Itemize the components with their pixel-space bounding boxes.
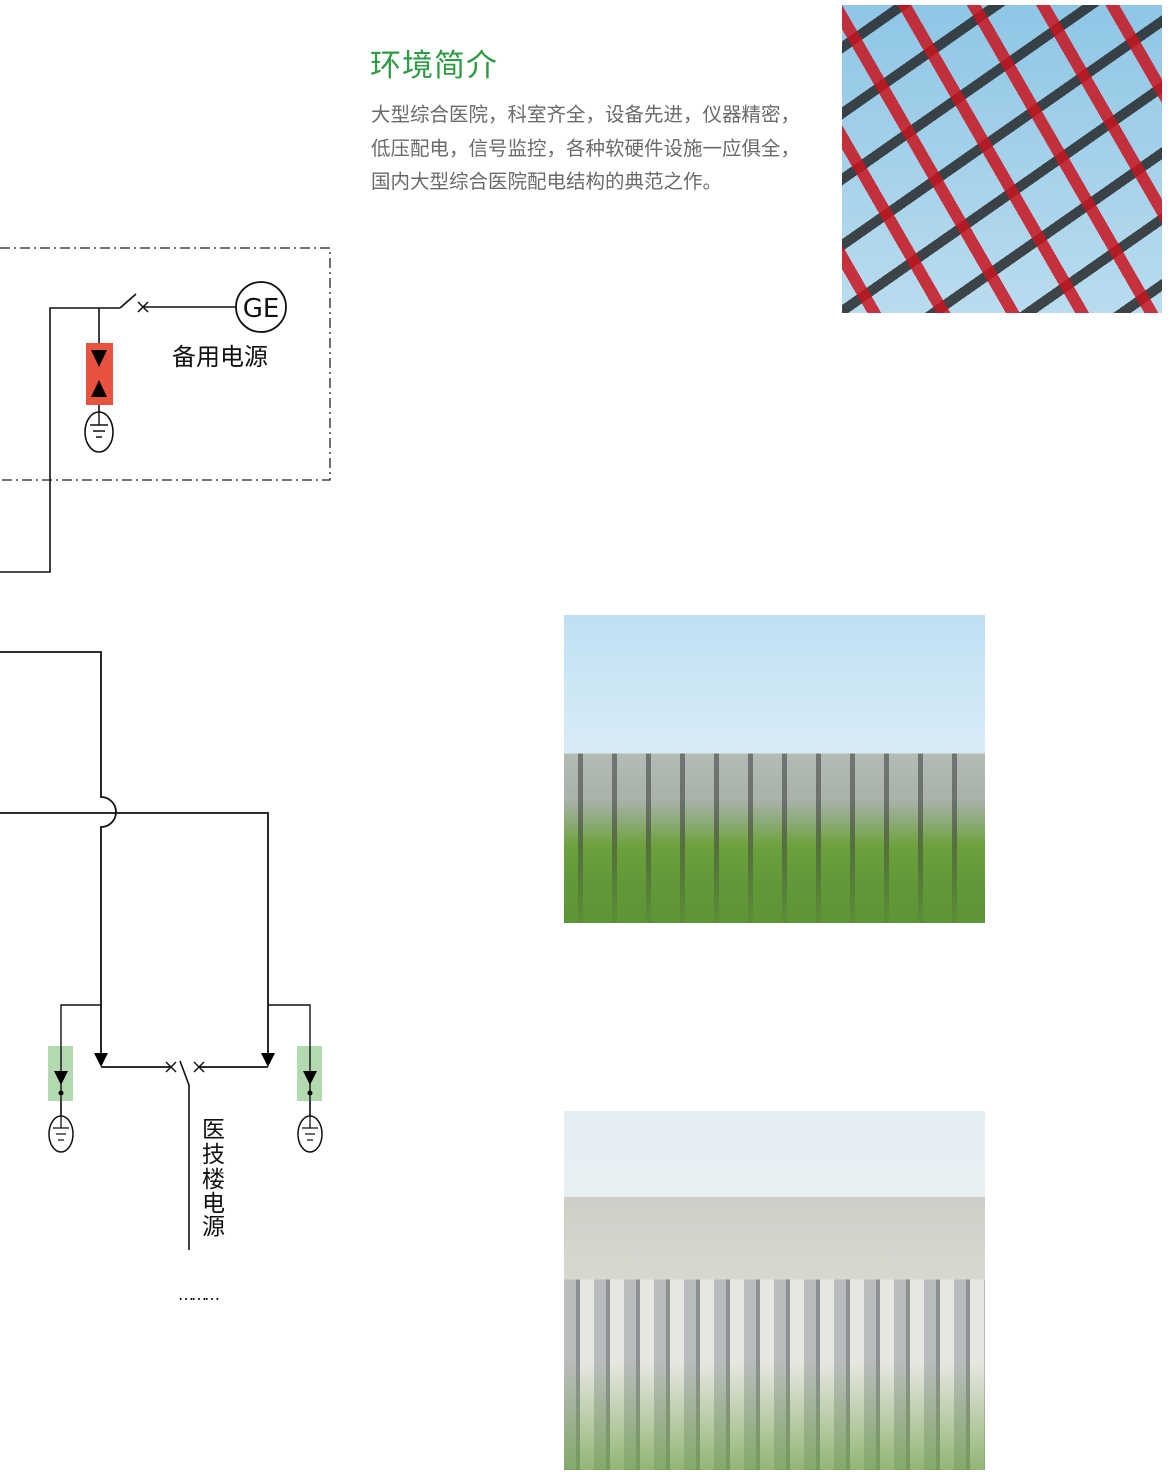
section-intro: 大型综合医院，科室齐全，设备先进，仪器精密，低压配电，信号监控，各种软硬件设施一…: [371, 103, 801, 193]
section-title: 环境简介: [370, 48, 498, 84]
hospital-substation-photo: [564, 1111, 985, 1470]
arrow-up-icon: [91, 380, 107, 397]
building-power-label: 医 技 楼 电 源: [202, 1117, 225, 1240]
insulator-photo: [842, 5, 1162, 313]
svg-text:电: 电: [202, 1191, 225, 1217]
feed-line-a: [0, 651, 117, 1058]
backup-feed-line: [0, 307, 120, 573]
feed-line-b: [0, 812, 269, 1058]
ground-icon: [48, 1115, 74, 1153]
node-dot: [307, 1090, 313, 1096]
backup-power-label: 备用电源: [172, 343, 268, 371]
bus-tie-switch: [179, 1060, 190, 1250]
generator-icon: [235, 281, 287, 333]
node-dot: [58, 1090, 64, 1096]
arrow-down-icon: [94, 1053, 108, 1067]
ground-icon: [297, 1115, 323, 1153]
svg-text:医: 医: [202, 1117, 225, 1143]
ellipsis: ………: [178, 1285, 219, 1304]
substation-photo: [564, 615, 985, 923]
generator-label: GE: [243, 294, 280, 324]
backup-power-enclosure: [0, 247, 331, 481]
ground-icon: [84, 411, 114, 453]
svg-text:楼: 楼: [202, 1167, 225, 1193]
arrow-down-icon: [91, 350, 107, 367]
svg-text:技: 技: [202, 1142, 225, 1168]
breaker-x-icon: [165, 1061, 205, 1073]
arrow-down-icon: [54, 1071, 68, 1085]
arrow-down-icon: [303, 1071, 317, 1085]
backup-switch: [119, 293, 137, 309]
arrow-down-icon: [261, 1053, 275, 1067]
svg-text:源: 源: [202, 1214, 225, 1240]
